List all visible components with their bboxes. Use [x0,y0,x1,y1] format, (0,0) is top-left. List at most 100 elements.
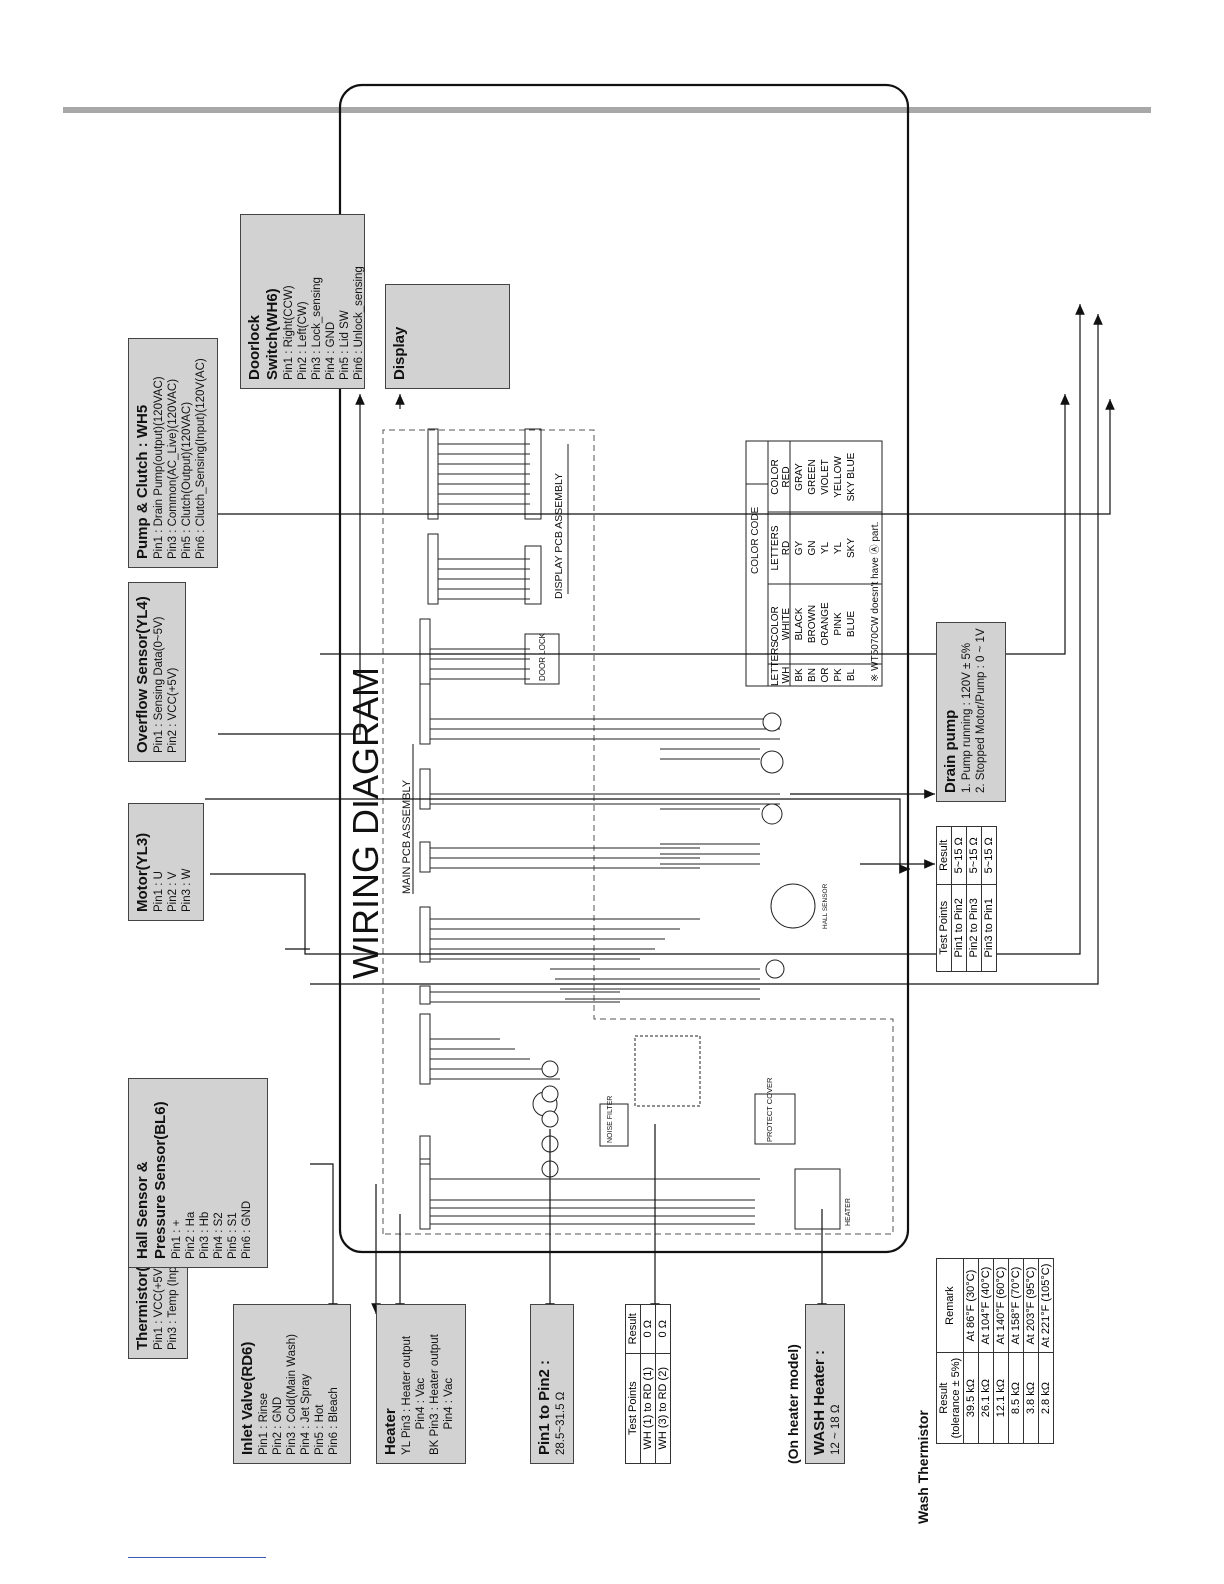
components [532,712,816,1178]
door-lock-block [524,633,560,685]
main-pcb-outline [382,429,894,1235]
doorlock-body: Pin1 : Right(CCW) Pin2 : Left(CW) Pin3 :… [283,266,365,380]
wire-bundles [430,443,780,1225]
wash-thermistor-title: Wash Thermistor [915,1410,931,1524]
mt-r0c1: 5~15 Ω [951,826,967,885]
mt-r0c0: Pin1 to Pin2 [951,884,967,972]
cc-h2: LETTERS [770,525,781,571]
color-code-table [745,440,883,687]
doorlock-title: Doorlock Switch(WH6) [246,288,281,380]
doorlock-box: Doorlock Switch(WH6) Pin1 : Right(CCW) P… [240,214,365,389]
color-code-cell: BROWN [807,604,818,644]
overflow-title: Overflow Sensor(YL4) [134,596,151,753]
hall-sensor-box: Hall Sensor & Pressure Sensor(BL6) Pin1 … [128,1078,268,1268]
pin1-pin2-box: Pin1 to Pin2 : 28.5~31.5 Ω [530,1304,574,1464]
display-title: Display [391,326,408,380]
heater-title: Heater [382,1408,399,1455]
wt-r0c1: At 86°F (30°C) [963,1258,979,1353]
wash-heater-box: WASH Heater : 12 ~ 18 Ω [805,1304,845,1464]
display-box: Display [385,284,510,389]
leader-lines [205,304,1115,1314]
color-code-cell: WH [781,666,792,684]
wt-r3c0: 8.5 kΩ [1008,1352,1024,1444]
drain-body: 1. Pump running : 120V ± 5% 2. Stopped M… [961,628,987,793]
color-code-cell: BL [846,668,857,682]
protect-cover-block [754,1093,796,1145]
overflow-body: Pin1 : Sensing Data(0~5V) Pin2 : VCC(+5V… [153,616,179,753]
pump-clutch-box: Pump & Clutch : WH5 Pin1 : Drain Pump(ou… [128,338,218,568]
drain-title: Drain pump [942,709,959,793]
protect-cover-label: PROTECT COVER [765,1077,774,1142]
heater-block [794,1168,841,1230]
thermistor-title: Thermistor(YL2) [134,1234,151,1350]
color-code-title: COLOR CODE [750,506,761,574]
wt-r1c0: 26.1 kΩ [978,1352,994,1444]
noise-filter-block [599,1103,629,1147]
color-code-cell: BN [807,668,818,682]
cc-h0: LETTERS [770,640,781,686]
cc-h3: COLOR [770,459,781,495]
display-pcb-label: DISPLAY PCB ASSEMBLY [553,473,565,599]
pump-body: Pin1 : Drain Pump(output)(120VAC) Pin3 :… [153,358,207,559]
color-code-cell: RED [781,466,792,488]
mt-r1c1: 5~15 Ω [966,826,982,885]
header-rule [63,107,1151,113]
color-code-cell: OR [820,667,831,683]
display-pcb [524,428,569,605]
wash-heater-body: 12 ~ 18 Ω [830,1404,842,1455]
diagram-frame [338,83,910,1254]
heater-body: YL Pin3 : Heater output Pin4 : Vac BK Pi… [401,1334,455,1455]
heater-box: Heater YL Pin3 : Heater output Pin4 : Va… [376,1304,466,1464]
mt-r2c1: 5~15 Ω [981,826,997,885]
pump-title: Pump & Clutch : WH5 [134,404,151,559]
hall-sensor-label: HALL SENSOR [822,883,829,929]
wt-r1c1: At 104°F (40°C) [978,1258,994,1353]
inlet-body: Pin1 : Rinse Pin2 : GND Pin3 : Cold(Main… [258,1333,340,1455]
color-code-note: ※ WT5070CW doesn't have Ⓐ part. [870,521,881,682]
motor-box: Motor(YL3) Pin1 : U Pin2 : V Pin3 : W [128,803,204,921]
door-lock-label: DOOR LOCK [538,632,547,681]
outlet-block [634,1035,701,1107]
thermistor-body: Pin1 : VCC(+5V) Pin3 : Temp (Input) [153,1253,179,1350]
heater-test-h1: Result [625,1304,641,1354]
motor-title: Motor(YL3) [134,832,151,912]
overflow-box: Overflow Sensor(YL4) Pin1 : Sensing Data… [128,582,186,762]
color-code-cell: BLACK [794,607,805,641]
wt-r4c1: At 203°F (95°C) [1023,1258,1039,1353]
pin12-body: 28.5~31.5 Ω [555,1391,567,1455]
color-code-cell: VIOLET [820,459,831,495]
mt-h1: Result [936,826,952,885]
pin12-title: Pin1 to Pin2 : [536,1359,553,1455]
diagram-title: WIRING DIAGRAM [345,667,386,979]
color-code-cell: RD [781,540,792,556]
wt-h0: Result (tolerance ± 5%) [936,1352,964,1444]
heater-block-label: HEATER [845,1198,852,1226]
color-code-cell: SKY [846,538,857,559]
mt-r1c0: Pin2 to Pin3 [966,884,982,972]
motor-body: Pin1 : U Pin2 : V Pin3 : W [153,868,193,912]
wt-r5c1: At 221°F (105°C) [1038,1258,1054,1353]
wt-r4c0: 3.8 kΩ [1023,1352,1039,1444]
hall-title: Hall Sensor & Pressure Sensor(BL6) [134,1101,169,1259]
color-code-cell: YELLOW [833,456,844,498]
on-heater-model: (On heater model) [785,1344,801,1464]
color-code-cell: PINK [833,612,844,636]
color-code-cell: BK [794,668,805,682]
color-code-cell: ORANGE [820,602,831,646]
color-code-cell: GREEN [807,459,818,495]
main-pcb-label: MAIN PCB ASSEMBLY [401,779,413,894]
wt-h1: Remark [936,1258,964,1353]
heater-test-h0: Test Points [625,1353,641,1464]
inlet-title: Inlet Valve(RD6) [239,1341,256,1455]
color-code-cell: SKY BLUE [846,452,857,502]
noise-filter-label: NOISE FILTER [607,1096,614,1143]
